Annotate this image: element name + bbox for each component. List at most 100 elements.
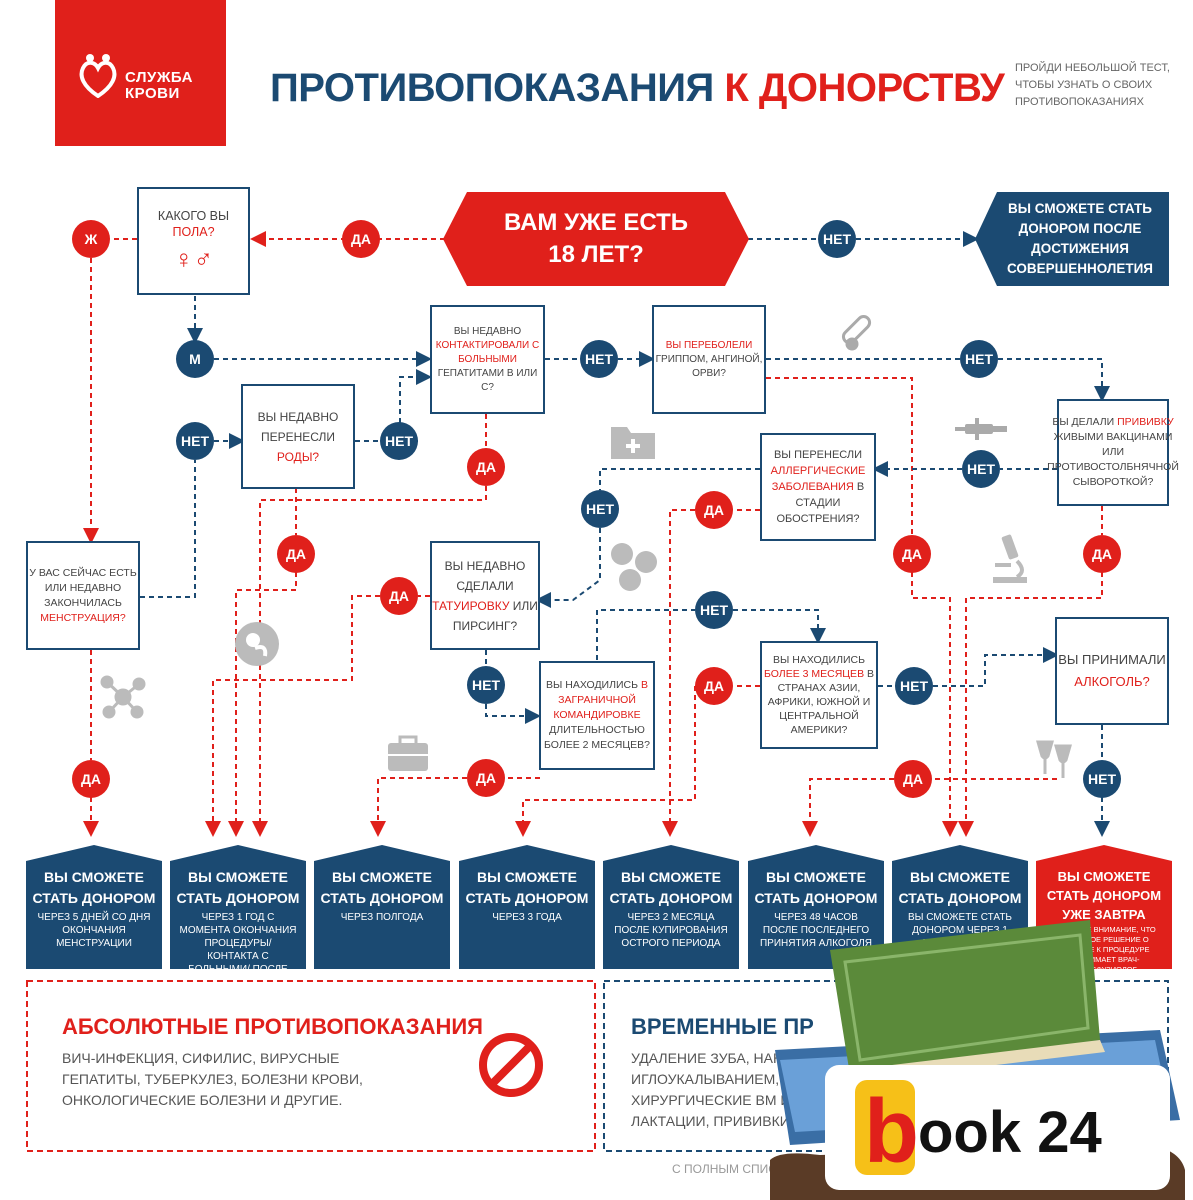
flu-question[interactable]: ВЫ ПЕРЕБОЛЕЛИ ГРИППОМ, АНГИНОЙ, ОРВИ? — [652, 305, 766, 414]
hepatitis-question-text: ВЫ НЕДАВНО КОНТАКТИРОВАЛИ С БОЛЬНЫМИ ГЕП… — [432, 325, 543, 395]
alcohol-question-highlight: АЛКОГОЛЬ? — [1074, 674, 1150, 689]
temporary-text: УДАЛЕНИЕ ЗУБА, НАН ИГЛОУКАЛЫВАНИЕМ, ХИРУ… — [631, 1050, 791, 1129]
allergy-question-prefix: ВЫ ПЕРЕНЕСЛИ — [773, 449, 863, 461]
abroad-yes-badge[interactable]: ДА — [467, 759, 505, 797]
birth-question-prefix: ВЫ НЕДАВНО ПЕРЕНЕСЛИ — [257, 409, 339, 444]
gender-question-highlight: ПОЛА? — [172, 225, 215, 239]
hepatitis-question-suffix: ГЕПАТИТАМИ В ИЛИ С? — [437, 367, 538, 393]
result-detail: ОБРАТИТЕ ВНИМАНИЕ, ЧТО КОНЕЧНОЕ РЕШЕНИЕ … — [1052, 925, 1156, 974]
allergy-no-badge[interactable]: НЕТ — [581, 490, 619, 528]
vaccine-question-prefix: ВЫ ДЕЛАЛИ — [1052, 416, 1118, 428]
book24-wordmark: ook 24 — [918, 1100, 1102, 1165]
allergy-question[interactable]: ВЫ ПЕРЕНЕСЛИ АЛЛЕРГИЧЕСКИЕ ЗАБОЛЕВАНИЯ В… — [760, 433, 876, 541]
female-badge[interactable]: Ж — [72, 220, 110, 258]
abroad-question-highlight: В ЗАГРАНИЧНОЙ КОМАНДИРОВКЕ — [553, 679, 648, 721]
flu-yes-badge[interactable]: ДА — [893, 535, 931, 573]
result-title: ВЫ СМОЖЕТЕ СТАТЬ ДОНОРОМ — [32, 869, 156, 906]
asia-question-prefix: ВЫ НАХОДИЛИСЬ — [773, 654, 865, 666]
result-title: ВЫ СМОЖЕТЕ СТАТЬ ДОНОРОМ — [176, 869, 300, 906]
age-no-badge[interactable]: НЕТ — [818, 220, 856, 258]
gender-question-text: КАКОГО ВЫ ПОЛА? — [139, 208, 248, 240]
allergy-question-highlight: АЛЛЕРГИЧЕСКИЕ ЗАБОЛЕВАНИЯ — [770, 465, 866, 493]
tattoo-question[interactable]: ВЫ НЕДАВНО СДЕЛАЛИ ТАТУИРОВКУ ИЛИ ПИРСИН… — [430, 541, 540, 650]
alcohol-no-badge[interactable]: НЕТ — [1083, 760, 1121, 798]
menstruation-yes-badge[interactable]: ДА — [72, 760, 110, 798]
tattoo-question-prefix: ВЫ НЕДАВНО СДЕЛАЛИ — [444, 558, 526, 593]
absolute-title: АБСОЛЮТНЫЕ ПРОТИВОПОКАЗАНИЯ — [62, 1014, 483, 1039]
male-badge[interactable]: М — [176, 340, 214, 378]
asia-no-badge[interactable]: НЕТ — [895, 667, 933, 705]
tattoo-no-badge[interactable]: НЕТ — [467, 666, 505, 704]
vaccine-question-text: ВЫ ДЕЛАЛИ ПРИВИВКУ ЖИВЫМИ ВАКЦИНАМИ ИЛИ … — [1047, 415, 1179, 490]
result-shape — [748, 845, 884, 969]
briefcase-icon — [388, 735, 428, 771]
result-title: ВЫ СМОЖЕТЕ СТАТЬ ДОНОРОМ — [320, 869, 444, 906]
hepatitis-yes-badge[interactable]: ДА — [467, 448, 505, 486]
hepatitis-question[interactable]: ВЫ НЕДАВНО КОНТАКТИРОВАЛИ С БОЛЬНЫМИ ГЕП… — [430, 305, 545, 414]
asia-question[interactable]: ВЫ НАХОДИЛИСЬ БОЛЕЕ 3 МЕСЯЦЕВ В СТРАНАХ … — [760, 641, 878, 749]
abroad-question-text: ВЫ НАХОДИЛИСЬ В ЗАГРАНИЧНОЙ КОМАНДИРОВКЕ… — [541, 678, 653, 753]
absolute-contraindications-panel: АБСОЛЮТНЫЕ ПРОТИВОПОКАЗАНИЯ ВИЧ-ИНФЕКЦИЯ… — [26, 980, 596, 1152]
title-accent: К ДОНОРСТВУ — [724, 66, 1005, 110]
virus-molecule-icon — [100, 675, 146, 719]
asia-question-suffix: В СТРАНАХ АЗИИ, АФРИКИ, ЮЖНОЙ И ЦЕНТРАЛЬ… — [767, 668, 874, 736]
abroad-no-badge[interactable]: НЕТ — [695, 591, 733, 629]
vaccine-no-badge[interactable]: НЕТ — [962, 450, 1000, 488]
menstruation-question[interactable]: У ВАС СЕЙЧАС ЕСТЬ ИЛИ НЕДАВНО ЗАКОНЧИЛАС… — [26, 541, 140, 650]
fetus-icon — [235, 622, 279, 666]
logo-line1: СЛУЖБА — [125, 69, 193, 86]
absolute-text: ВИЧ-ИНФЕКЦИЯ, СИФИЛИС, ВИРУСНЫЕ ГЕПАТИТЫ… — [62, 1050, 363, 1108]
result-shape — [459, 845, 595, 969]
temporary-title: ВРЕМЕННЫЕ ПР — [631, 1014, 814, 1039]
allergy-question-text: ВЫ ПЕРЕНЕСЛИ АЛЛЕРГИЧЕСКИЕ ЗАБОЛЕВАНИЯ В… — [762, 447, 874, 527]
hepatitis-no-badge[interactable]: НЕТ — [580, 340, 618, 378]
page-subtitle: ПРОЙДИ НЕБОЛЬШОЙ ТЕСТ, ЧТОБЫ УЗНАТЬ О СВ… — [1015, 62, 1170, 108]
minor-result: ВЫ СМОЖЕТЕ СТАТЬ ДОНОРОМ ПОСЛЕ ДОСТИЖЕНИ… — [1006, 201, 1154, 276]
vaccine-question[interactable]: ВЫ ДЕЛАЛИ ПРИВИВКУ ЖИВЫМИ ВАКЦИНАМИ ИЛИ … — [1047, 399, 1179, 506]
menstruation-question-prefix: У ВАС СЕЙЧАС ЕСТЬ ИЛИ НЕДАВНО ЗАКОНЧИЛАС… — [29, 566, 137, 609]
drop-heart-icon — [79, 54, 117, 98]
menstruation-no-badge[interactable]: НЕТ — [176, 422, 214, 460]
hepatitis-question-highlight: КОНТАКТИРОВАЛИ С БОЛЬНЫМИ — [435, 339, 540, 365]
gender-question[interactable]: КАКОГО ВЫ ПОЛА? ♀♂ — [137, 187, 250, 295]
alcohol-question[interactable]: ВЫ ПРИНИМАЛИ АЛКОГОЛЬ? — [1055, 617, 1169, 725]
age-question-line1: ВАМ УЖЕ ЕСТЬ — [503, 209, 689, 236]
abroad-question[interactable]: ВЫ НАХОДИЛИСЬ В ЗАГРАНИЧНОЙ КОМАНДИРОВКЕ… — [539, 661, 655, 770]
result-detail: ЧЕРЕЗ 5 ДНЕЙ СО ДНЯ ОКОНЧАНИЯ МЕНСТРУАЦИ… — [37, 912, 151, 949]
tattoo-yes-badge[interactable]: ДА — [380, 577, 418, 615]
birth-no-badge[interactable]: НЕТ — [380, 422, 418, 460]
birth-question-text: ВЫ НЕДАВНО ПЕРЕНЕСЛИ РОДЫ? — [243, 407, 353, 467]
abroad-question-suffix: ДЛИТЕЛЬНОСТЬЮ БОЛЕЕ 2 МЕСЯЦЕВ? — [544, 724, 650, 751]
allergy-yes-badge[interactable]: ДА — [695, 491, 733, 529]
birth-question[interactable]: ВЫ НЕДАВНО ПЕРЕНЕСЛИ РОДЫ? — [241, 384, 355, 489]
asia-yes-badge[interactable]: ДА — [695, 667, 733, 705]
age-question[interactable]: ВАМ УЖЕ ЕСТЬ 18 ЛЕТ? — [443, 192, 749, 286]
service-logo[interactable]: СЛУЖБА КРОВИ — [55, 0, 226, 146]
asia-question-text: ВЫ НАХОДИЛИСЬ БОЛЕЕ 3 МЕСЯЦЕВ В СТРАНАХ … — [762, 653, 876, 737]
book24-advert[interactable]: b ook 24 — [760, 900, 1193, 1200]
svg-text:b: b — [864, 1082, 919, 1182]
result-detail: ЧЕРЕЗ 48 ЧАСОВ ПОСЛЕ ПОСЛЕДНЕГО ПРИНЯТИЯ… — [759, 912, 873, 949]
result-detail: ЧЕРЕЗ 1 ГОД С МОМЕНТА ОКОНЧАНИЯ ПРОЦЕДУР… — [179, 912, 297, 988]
result-shape — [603, 845, 739, 969]
flu-no-badge[interactable]: НЕТ — [960, 340, 998, 378]
vaccine-yes-badge[interactable]: ДА — [1083, 535, 1121, 573]
logo-text: СЛУЖБА КРОВИ — [125, 70, 193, 102]
result-card-2: ВЫ СМОЖЕТЕ СТАТЬ ДОНОРОМ ЧЕРЕЗ 1 ГОД С МО… — [170, 845, 306, 988]
age-question-shape — [443, 192, 749, 286]
birth-yes-badge[interactable]: ДА — [277, 535, 315, 573]
age-yes-badge[interactable]: ДА — [342, 220, 380, 258]
gender-symbols-icon: ♀♂ — [174, 244, 213, 274]
result-title: ВЫ СМОЖЕТЕ СТАТЬ ДОНОРОМ — [898, 869, 1022, 906]
flu-question-suffix: ГРИППОМ, АНГИНОЙ, ОРВИ? — [655, 353, 763, 379]
flu-question-text: ВЫ ПЕРЕБОЛЕЛИ ГРИППОМ, АНГИНОЙ, ОРВИ? — [654, 339, 764, 381]
flu-question-highlight: ВЫ ПЕРЕБОЛЕЛИ — [665, 339, 753, 351]
result-detail: ЧЕРЕЗ 2 МЕСЯЦА ПОСЛЕ КУПИРОВАНИЯ ОСТРОГО… — [614, 912, 728, 949]
result-title: ВЫ СМОЖЕТЕ СТАТЬ ДОНОРОМ УЖЕ ЗАВТРА — [1046, 869, 1162, 922]
alcohol-yes-badge[interactable]: ДА — [894, 760, 932, 798]
microscope-icon — [993, 534, 1027, 583]
tattoo-question-highlight: ТАТУИРОВКУ — [432, 598, 510, 613]
